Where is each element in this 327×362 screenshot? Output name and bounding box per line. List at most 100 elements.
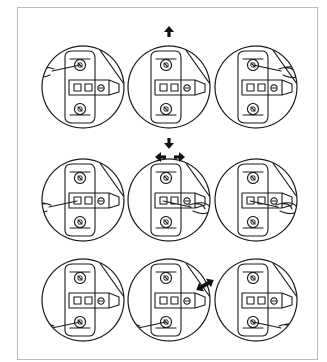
plate-screw-cross (77, 175, 83, 181)
screwdriver-handle (188, 202, 210, 215)
plate-screw (159, 315, 173, 329)
panel-edge (182, 159, 210, 205)
arm-slot (170, 296, 179, 305)
plate-screw-cross (77, 275, 83, 281)
hinge-arm (241, 79, 293, 96)
arrow-up-icon-shape (164, 26, 174, 37)
arrow-right-icon-shape (174, 152, 185, 162)
arm-slot (84, 83, 93, 92)
detail-circle (127, 258, 211, 342)
cells-layer (41, 45, 298, 342)
screwdriver-icon (249, 200, 297, 215)
hinge-arm (68, 79, 120, 96)
screwdriver-shaft (249, 200, 279, 208)
cell-vertical-adjustment-left (41, 45, 125, 129)
plate-screw-cross (250, 106, 256, 112)
plate-screw-cross (163, 219, 169, 225)
plate-screw-head (163, 106, 169, 112)
hinge-arm (241, 192, 293, 209)
plate-screw (73, 102, 87, 116)
mounting-plate (64, 50, 96, 124)
plate-screw (159, 215, 173, 229)
hinge-arm (154, 79, 206, 96)
row-vertical-adjustment (41, 45, 298, 129)
hinge-icon (42, 259, 124, 337)
detail-circle (127, 45, 211, 129)
arm-slot (159, 196, 168, 205)
panel-edge (269, 46, 297, 92)
detail-circle (214, 158, 298, 242)
plate-screw-cross (250, 275, 256, 281)
plate-screw-cross (163, 175, 169, 181)
hinge-arm (68, 292, 120, 309)
arrow-diagonal-icon (196, 278, 214, 292)
hinge-icon (150, 46, 210, 124)
plate-screw (246, 58, 260, 72)
plate-screw (73, 58, 87, 72)
screwdriver-icon (162, 200, 210, 215)
arm-screw (183, 297, 191, 305)
arm-slot (257, 296, 266, 305)
detail-circle (41, 258, 125, 342)
mounting-plate (237, 50, 269, 124)
plate-screw (159, 171, 173, 185)
plate-screw-head (77, 175, 83, 181)
arrow-left-icon-shape (155, 152, 166, 162)
plate-screw (246, 102, 260, 116)
screwdriver-handle (275, 202, 297, 215)
plate-screw-cross (77, 219, 83, 225)
plate-screw-head (77, 275, 83, 281)
screwdriver-grip (42, 203, 46, 210)
plate-screw (73, 215, 87, 229)
plate-screw (246, 315, 260, 329)
panel-edge (96, 46, 124, 92)
arrow-right-icon (174, 152, 185, 162)
arm-slot (84, 296, 93, 305)
screwdriver-grip (194, 203, 206, 210)
arm-slot (257, 83, 266, 92)
cell-vertical-adjustment-center (127, 45, 211, 129)
hinge-arm (68, 192, 120, 209)
cell-lateral-adjustment-left (41, 158, 125, 242)
screwdriver-shaft (252, 64, 282, 72)
plate-screw (246, 171, 260, 185)
screwdriver-handle (278, 323, 297, 336)
cell-lateral-adjustment-center (127, 158, 211, 242)
plate-screw-head (163, 219, 169, 225)
plate-screw-head (250, 219, 256, 225)
cell-depth-adjustment-left (41, 258, 125, 342)
arm-screw (97, 197, 105, 205)
cell-lateral-adjustment-right (214, 158, 298, 242)
screwdriver-handle (42, 202, 52, 215)
screwdriver-handle (278, 66, 297, 79)
arm-slot (73, 296, 82, 305)
plate-screw (246, 271, 260, 285)
frame-border (17, 7, 318, 360)
plate-screw-head (250, 275, 256, 281)
plate-screw-head (77, 106, 83, 112)
mounting-plate (237, 163, 269, 237)
mounting-plate (64, 163, 96, 237)
hinge-icon (42, 46, 124, 124)
mounting-plate (150, 163, 182, 237)
arrow-diagonal-shape (196, 278, 214, 292)
arrow-down-icon-shape (164, 138, 174, 149)
mounting-plate (64, 263, 96, 337)
arm-slot (73, 196, 82, 205)
hinge-icon (42, 159, 124, 237)
detail-circle (41, 45, 125, 129)
plate-screw (159, 102, 173, 116)
arm-screw (183, 84, 191, 92)
arm-slot (246, 296, 255, 305)
plate-screw-head (163, 62, 169, 68)
plate-screw-cross (163, 106, 169, 112)
cell-vertical-adjustment-right (214, 45, 298, 129)
panel-edge (96, 259, 124, 305)
plate-screw (246, 215, 260, 229)
arm-slot (73, 83, 82, 92)
detail-circle (41, 158, 125, 242)
screwdriver-shaft (51, 64, 81, 72)
detail-circle (214, 45, 298, 129)
detail-circle (127, 158, 211, 242)
